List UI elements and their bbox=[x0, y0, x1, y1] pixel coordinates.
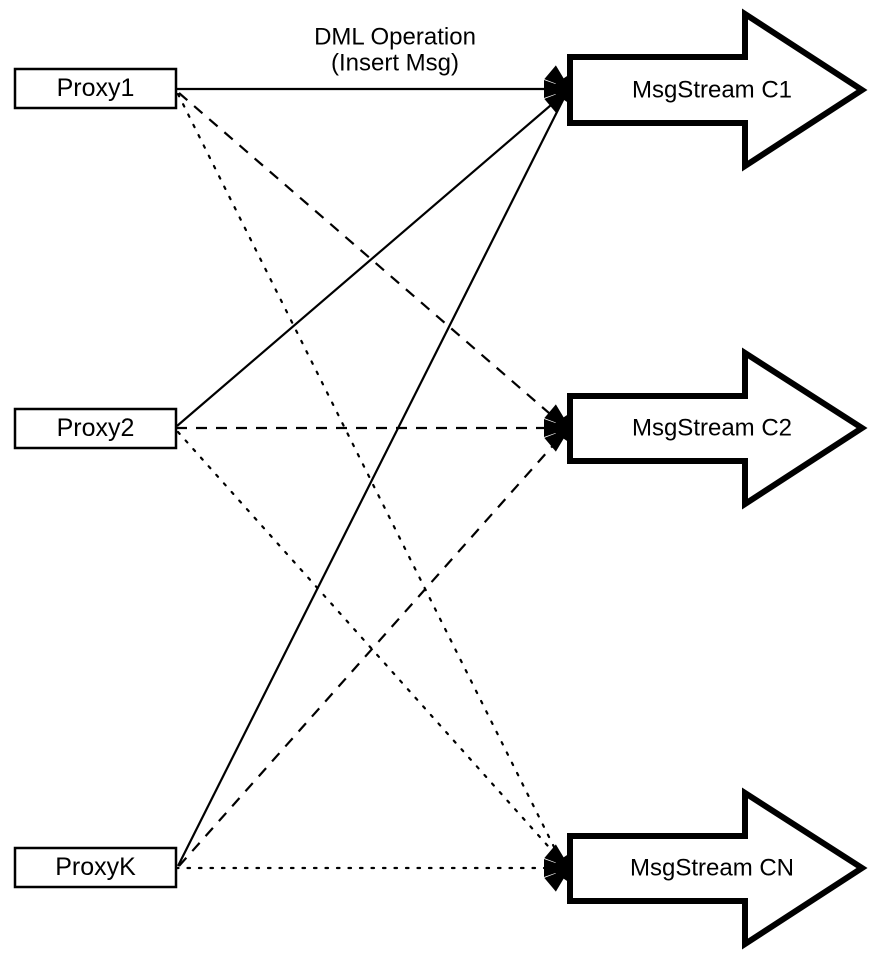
proxy1-box[interactable] bbox=[13, 67, 178, 110]
edges-layer bbox=[174, 87, 568, 870]
node-proxy2[interactable]: Proxy2 bbox=[13, 407, 178, 450]
stream-nodes-layer: MsgStream C1 MsgStream C2 MsgStream CN bbox=[567, 8, 868, 950]
edge-proxy1-to-stream-c2 bbox=[178, 92, 565, 427]
proxyk-box[interactable] bbox=[13, 846, 178, 889]
arrowhead-icon-stream-c2 bbox=[544, 404, 570, 452]
proxy2-label: Proxy2 bbox=[57, 414, 135, 442]
msgstream-c2-arrow-shape[interactable] bbox=[567, 347, 868, 510]
proxy-nodes-layer: Proxy1 Proxy2 ProxyK bbox=[13, 67, 178, 889]
arrowheads-layer bbox=[544, 65, 570, 892]
node-msgstream-cn[interactable]: MsgStream CN bbox=[567, 787, 868, 950]
proxy1-label: Proxy1 bbox=[57, 74, 135, 102]
msgstream-c2-label: MsgStream C2 bbox=[632, 414, 792, 441]
edge-proxyk-to-stream-c2 bbox=[178, 431, 566, 867]
edge-proxyk-to-stream-c1 bbox=[177, 93, 567, 867]
node-proxyk[interactable]: ProxyK bbox=[13, 846, 178, 889]
edge-caption-group: DML Operation (Insert Msg) bbox=[314, 23, 476, 76]
node-msgstream-c1[interactable]: MsgStream C1 bbox=[567, 8, 868, 172]
edge-proxy2-to-stream-cn bbox=[176, 430, 566, 866]
msgstream-cn-arrow-shape[interactable] bbox=[567, 787, 868, 950]
edge-caption-line2: (Insert Msg) bbox=[331, 49, 459, 76]
msgstream-c1-arrow-shape[interactable] bbox=[567, 8, 868, 172]
proxy2-box[interactable] bbox=[13, 407, 178, 450]
edge-caption-line1: DML Operation bbox=[314, 23, 476, 50]
node-msgstream-c2[interactable]: MsgStream C2 bbox=[567, 347, 868, 510]
edge-proxy2-to-stream-c1 bbox=[176, 92, 566, 427]
node-proxy1[interactable]: Proxy1 bbox=[13, 67, 178, 110]
arrowhead-icon-stream-c1 bbox=[544, 65, 570, 113]
msgstream-c1-label: MsgStream C1 bbox=[632, 76, 792, 103]
proxyk-label: ProxyK bbox=[55, 853, 136, 881]
msgstream-cn-label: MsgStream CN bbox=[630, 854, 794, 881]
arrowhead-icon-stream-cn bbox=[544, 844, 570, 892]
